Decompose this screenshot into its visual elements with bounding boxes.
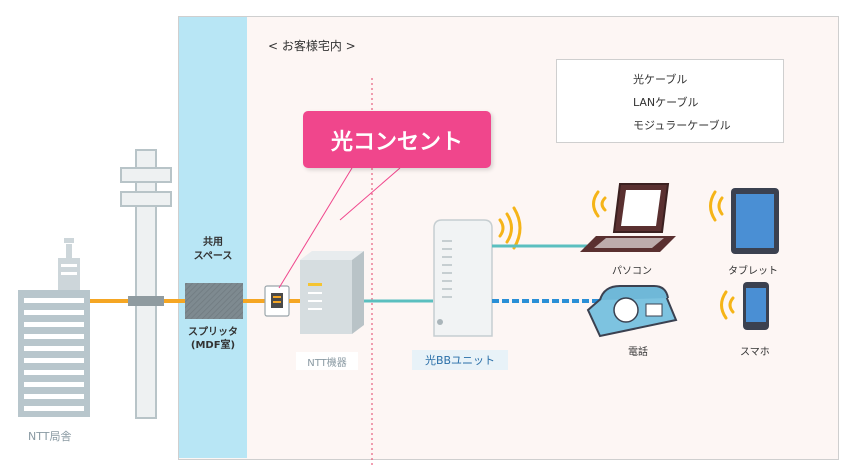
bb-wifi-icon — [498, 206, 522, 250]
legend — [556, 59, 784, 143]
bb-unit-label: 光BBユニット — [424, 354, 496, 367]
legend-modular-label: モジュラーケーブル — [633, 119, 731, 132]
optical-outlet-callout: 光コンセント — [303, 111, 491, 168]
house-title: < お客様宅内 > — [268, 39, 356, 53]
laptop-icon — [580, 183, 676, 252]
cable-clamp — [128, 296, 164, 306]
smartphone-label: スマホ — [740, 347, 770, 358]
tablet-label: タブレット — [728, 266, 778, 277]
callout-pointer-left — [278, 167, 353, 289]
utility-pole-icon — [120, 149, 172, 419]
splitter-label: スプリッタ (MDF室) — [188, 327, 238, 351]
tablet-wifi-icon — [709, 190, 724, 222]
pc-label: パソコン — [612, 266, 652, 277]
callout-pointer-right — [339, 167, 401, 221]
legend-fiber-label: 光ケーブル — [633, 73, 688, 86]
bb-unit-icon — [433, 219, 493, 337]
ntt-device-label-box: NTT機器 — [296, 352, 358, 370]
smartphone-icon — [743, 282, 769, 330]
optical-outlet-icon — [264, 285, 290, 317]
shared-space-band — [179, 17, 247, 458]
ntt-station-icon — [18, 238, 90, 417]
shared-space-label: 共用 スペース — [193, 237, 233, 262]
station-label: NTT局舎 — [28, 430, 72, 443]
ntt-device-icon — [300, 251, 364, 334]
bb-unit-label-box: 光BBユニット — [412, 350, 508, 370]
tablet-icon — [731, 188, 779, 254]
phone-label: 電話 — [628, 347, 648, 358]
callout-label: 光コンセント — [330, 129, 463, 155]
smartphone-wifi-icon — [720, 290, 735, 320]
legend-lan-label: LANケーブル — [633, 96, 699, 109]
laptop-wifi-icon — [592, 190, 607, 218]
telephone-icon — [586, 285, 678, 338]
ntt-device-label: NTT機器 — [307, 357, 347, 369]
